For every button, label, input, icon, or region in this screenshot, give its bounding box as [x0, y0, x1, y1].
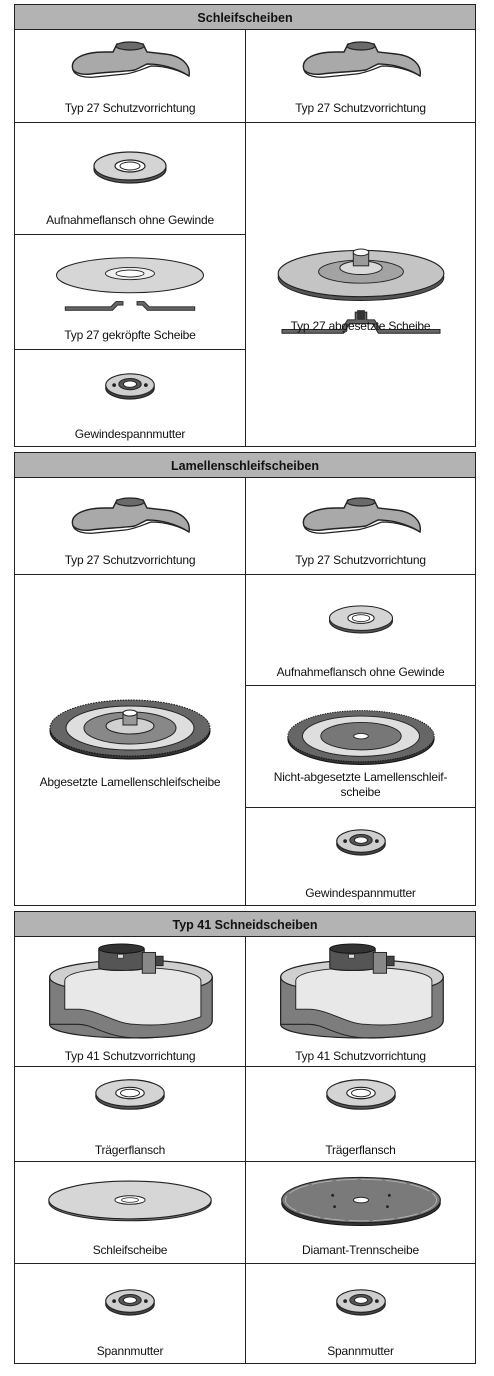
cutoff-wheel-icon — [45, 1176, 215, 1224]
caption: Typ 27 Schutzvorrichtung — [246, 101, 475, 116]
cell-cutting-guard-right: Typ 41 Schutzvorrichtung — [245, 936, 476, 1067]
caption: Aufnahmeflansch ohne Gewinde — [246, 665, 475, 680]
type41-guard-icon — [271, 943, 451, 1047]
caption: Diamant-Trennscheibe — [246, 1243, 475, 1258]
caption: Abgesetzte Lamellenschleifscheibe — [15, 775, 245, 790]
caption: Typ 27 abgesetzte Scheibe — [246, 319, 475, 334]
type27-guard-icon — [65, 494, 195, 538]
type27-guard-icon — [296, 38, 426, 82]
cell-abrasive-guard-left: Typ 27 Schutzvorrichtung — [14, 29, 246, 123]
cell-cutting-nut-left: Spannmutter — [14, 1263, 246, 1364]
cell-abrasive-depressed: Typ 27 gekröpfte Scheibe — [14, 234, 246, 350]
cell-cutting-diamond: Diamant-Trennscheibe — [245, 1161, 476, 1264]
section-header-cutting: Typ 41 Schneidscheiben — [14, 911, 476, 937]
cell-cutting-backing-left: Trägerflansch — [14, 1066, 246, 1162]
caption: Schleifscheibe — [15, 1243, 245, 1258]
type27-guard-icon — [65, 38, 195, 82]
caption: Trägerflansch — [15, 1143, 245, 1158]
clamp-nut-icon — [102, 370, 158, 402]
hubbed-flap-disc-icon — [45, 695, 215, 765]
cell-abrasive-hubbed: Typ 27 abgesetzte Scheibe — [245, 122, 476, 447]
type41-guard-icon — [40, 943, 220, 1047]
spanner-nut-icon — [333, 1286, 389, 1318]
caption: Typ 27 Schutzvorrichtung — [246, 553, 475, 568]
accessory-table: Schleifscheiben Typ 27 Schutzvorrichtung… — [14, 0, 478, 1370]
diamond-wheel-icon — [276, 1172, 446, 1230]
cell-abrasive-guard-right: Typ 27 Schutzvorrichtung — [245, 29, 476, 123]
backing-flange-icon — [323, 1077, 399, 1111]
caption: Aufnahmeflansch ohne Gewinde — [15, 213, 245, 228]
depressed-wheel-icon — [40, 249, 220, 319]
cell-flap-hubbed: Abgesetzte Lamellenschleifscheibe — [14, 574, 246, 906]
clamp-nut-icon — [333, 826, 389, 858]
caption: Nicht-abgesetzte Lamellenschleif-scheibe — [262, 770, 459, 800]
caption: Typ 27 Schutzvorrichtung — [15, 553, 245, 568]
type27-guard-icon — [296, 494, 426, 538]
caption: Typ 41 Schutzvorrichtung — [246, 1049, 475, 1064]
flange-icon — [90, 150, 170, 184]
non-hubbed-flap-disc-icon — [282, 706, 440, 770]
section-header-flap: Lamellenschleifscheiben — [14, 452, 476, 478]
cell-flap-flange: Aufnahmeflansch ohne Gewinde — [245, 574, 476, 686]
spanner-nut-icon — [102, 1286, 158, 1318]
cell-flap-nonhubbed: Nicht-abgesetzte Lamellenschleif-scheibe — [245, 685, 476, 808]
caption: Spannmutter — [15, 1344, 245, 1359]
cell-cutting-abrasive: Schleifscheibe — [14, 1161, 246, 1264]
section-header-abrasive: Schleifscheiben — [14, 4, 476, 30]
flange-icon — [326, 603, 396, 635]
caption: Gewindespannmutter — [246, 886, 475, 901]
caption: Typ 41 Schutzvorrichtung — [15, 1049, 245, 1064]
cell-cutting-nut-right: Spannmutter — [245, 1263, 476, 1364]
caption: Trägerflansch — [246, 1143, 475, 1158]
backing-flange-icon — [92, 1077, 168, 1111]
cell-abrasive-nut: Gewindespannmutter — [14, 349, 246, 447]
cell-flap-nut: Gewindespannmutter — [245, 807, 476, 906]
cell-cutting-guard-left: Typ 41 Schutzvorrichtung — [14, 936, 246, 1067]
caption: Typ 27 gekröpfte Scheibe — [15, 328, 245, 343]
caption: Typ 27 Schutzvorrichtung — [15, 101, 245, 116]
cell-cutting-backing-right: Trägerflansch — [245, 1066, 476, 1162]
caption: Gewindespannmutter — [15, 427, 245, 442]
caption: Spannmutter — [246, 1344, 475, 1359]
cell-abrasive-flange: Aufnahmeflansch ohne Gewinde — [14, 122, 246, 235]
cell-flap-guard-right: Typ 27 Schutzvorrichtung — [245, 477, 476, 575]
cell-flap-guard-left: Typ 27 Schutzvorrichtung — [14, 477, 246, 575]
